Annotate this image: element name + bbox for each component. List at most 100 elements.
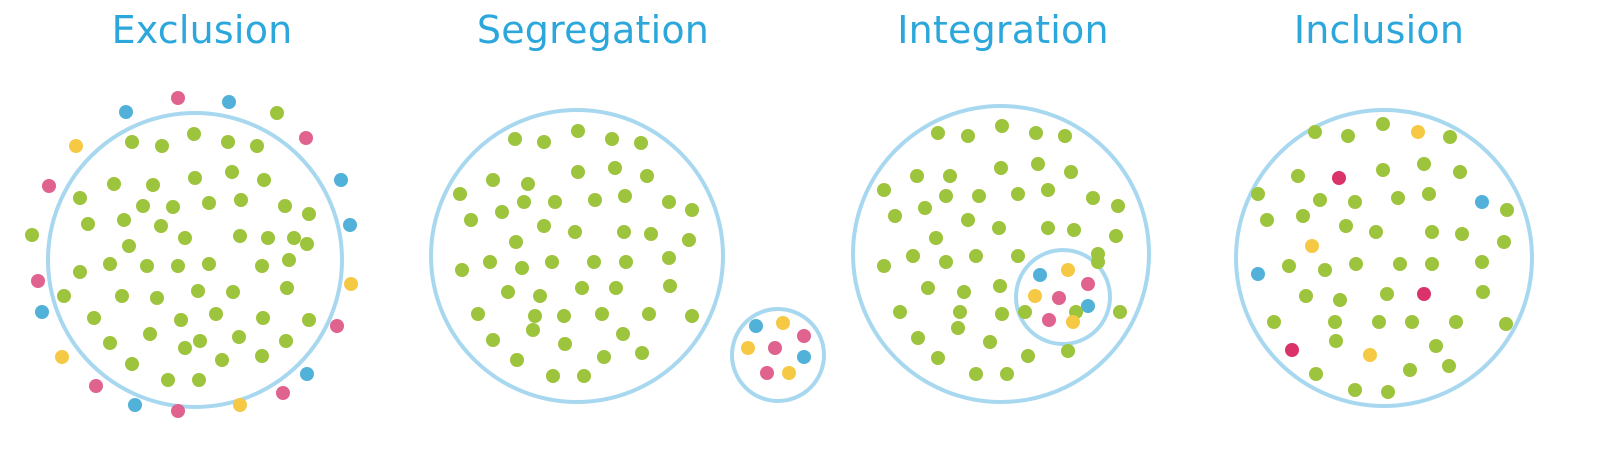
integration-majority-dot: [918, 201, 932, 215]
exclusion-outsider-dot: [330, 319, 344, 333]
inclusion-dot: [1475, 255, 1489, 269]
segregation-majority-dot: [662, 195, 676, 209]
segregation-majority-dot: [526, 323, 540, 337]
inclusion-dot: [1318, 263, 1332, 277]
integration-mixed-dot: [1052, 291, 1066, 305]
segregation-majority-dot: [608, 161, 622, 175]
integration-majority-dot: [1086, 191, 1100, 205]
segregation-majority-dot: [595, 307, 609, 321]
inclusion-dot: [1305, 239, 1319, 253]
integration-majority-dot: [877, 183, 891, 197]
exclusion-outsider-dot: [171, 404, 185, 418]
segregation-majority-dot: [616, 327, 630, 341]
segregation-majority-dot: [640, 169, 654, 183]
segregation-majority-dot: [495, 205, 509, 219]
inclusion-dot: [1453, 165, 1467, 179]
segregation-majority-dot: [453, 187, 467, 201]
segregation-majority-dot: [685, 309, 699, 323]
integration-majority-dot: [931, 351, 945, 365]
inclusion-dot: [1500, 203, 1514, 217]
exclusion-majority-dot: [161, 373, 175, 387]
segregation-majority-dot: [455, 263, 469, 277]
segregation-majority-dot: [521, 177, 535, 191]
inclusion-dot: [1476, 285, 1490, 299]
inclusion-dot: [1309, 367, 1323, 381]
inclusion-dot: [1308, 125, 1322, 139]
integration-mixed-dot: [1066, 315, 1080, 329]
exclusion-outsider-dot: [343, 218, 357, 232]
segregation-majority-dot: [483, 255, 497, 269]
segregation-majority-dot: [609, 281, 623, 295]
segregation-majority-dot: [508, 132, 522, 146]
exclusion-majority-dot: [191, 284, 205, 298]
segregation-minority-dot: [741, 341, 755, 355]
segregation-majority-dot: [568, 225, 582, 239]
exclusion-majority-dot: [300, 237, 314, 251]
inclusion-dot: [1422, 187, 1436, 201]
segregation-majority-dot: [571, 165, 585, 179]
integration-mixed-dot: [1061, 263, 1075, 277]
integration-majority-dot: [931, 126, 945, 140]
integration-majority-dot: [1064, 165, 1078, 179]
segregation-majority-dot: [682, 233, 696, 247]
integration-majority-dot: [1021, 349, 1035, 363]
inclusion-dot: [1363, 348, 1377, 362]
inclusion-dot: [1251, 267, 1265, 281]
exclusion-outsider-dot: [334, 173, 348, 187]
title-integration: Integration: [897, 8, 1109, 52]
exclusion-majority-dot: [150, 291, 164, 305]
inclusion-dot: [1380, 287, 1394, 301]
inclusion-dot: [1251, 187, 1265, 201]
exclusion-outsider-dot: [69, 139, 83, 153]
exclusion-majority-dot: [73, 191, 87, 205]
exclusion-majority-dot: [257, 173, 271, 187]
inclusion-dot: [1425, 225, 1439, 239]
segregation-minority-dot: [768, 341, 782, 355]
integration-majority-dot: [951, 321, 965, 335]
exclusion-majority-dot: [103, 257, 117, 271]
segregation-majority-dot: [486, 173, 500, 187]
integration-majority-dot: [961, 129, 975, 143]
segregation-majority-dot: [545, 255, 559, 269]
inclusion-dot: [1425, 257, 1439, 271]
integration-majority-dot: [893, 305, 907, 319]
inclusion-dot: [1417, 157, 1431, 171]
segregation-majority-dot: [510, 353, 524, 367]
segregation-small-ring: [730, 307, 826, 403]
exclusion-majority-dot: [256, 311, 270, 325]
exclusion-majority-dot: [166, 200, 180, 214]
segregation-majority-dot: [515, 261, 529, 275]
integration-majority-dot: [992, 221, 1006, 235]
integration-mixed-dot: [1081, 299, 1095, 313]
exclusion-outsider-dot: [233, 398, 247, 412]
segregation-majority-dot: [533, 289, 547, 303]
segregation-majority-dot: [509, 235, 523, 249]
segregation-ring: [429, 108, 725, 404]
integration-majority-dot: [957, 285, 971, 299]
inclusion-dot: [1497, 235, 1511, 249]
integration-majority-dot: [969, 367, 983, 381]
inclusion-dot: [1332, 171, 1346, 185]
integration-majority-dot: [1067, 223, 1081, 237]
integration-majority-dot: [969, 249, 983, 263]
exclusion-majority-dot: [255, 349, 269, 363]
inclusion-dot: [1391, 191, 1405, 205]
integration-majority-dot: [929, 231, 943, 245]
inclusion-dot: [1449, 315, 1463, 329]
inclusion-dot: [1348, 195, 1362, 209]
integration-majority-dot: [1029, 126, 1043, 140]
exclusion-outsider-dot: [89, 379, 103, 393]
integration-majority-dot: [994, 161, 1008, 175]
segregation-minority-dot: [782, 366, 796, 380]
inclusion-dot: [1376, 163, 1390, 177]
exclusion-outsider-dot: [300, 367, 314, 381]
exclusion-outsider-dot: [31, 274, 45, 288]
segregation-minority-dot: [760, 366, 774, 380]
exclusion-majority-dot: [287, 231, 301, 245]
integration-mixed-dot: [1091, 255, 1105, 269]
inclusion-dot: [1429, 339, 1443, 353]
exclusion-majority-dot: [261, 231, 275, 245]
exclusion-majority-dot: [232, 330, 246, 344]
